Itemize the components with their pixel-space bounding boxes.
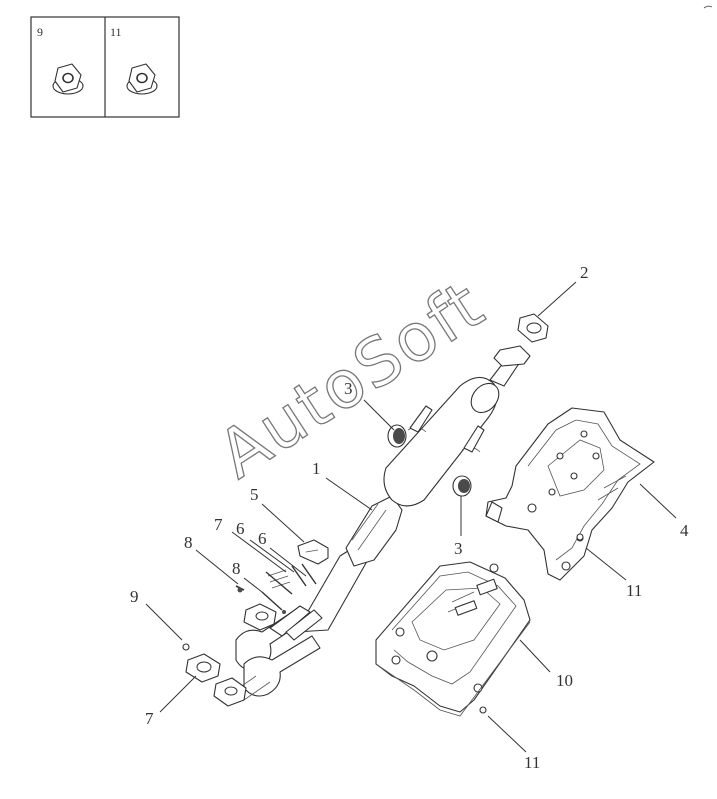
nut-11-lower bbox=[479, 706, 487, 714]
callout-3-upper: 3 bbox=[344, 379, 353, 398]
spring-bolt-left bbox=[265, 569, 293, 595]
callout-6-right: 6 bbox=[258, 529, 267, 548]
gasket-rear bbox=[517, 313, 549, 343]
hanger-bracket bbox=[297, 539, 329, 565]
bolt-left bbox=[235, 585, 245, 593]
callout-8-upper: 8 bbox=[184, 533, 193, 552]
nut-11-upper bbox=[576, 533, 584, 541]
inset-label-9: 9 bbox=[37, 25, 43, 39]
callout-11-lower: 11 bbox=[524, 753, 540, 772]
nut-9 bbox=[182, 643, 190, 651]
flange-nut-icon bbox=[126, 63, 158, 95]
callout-11-upper: 11 bbox=[626, 581, 642, 600]
callout-8-lower: 8 bbox=[232, 559, 241, 578]
fastener-inset: 9 11 bbox=[30, 16, 180, 118]
gasket-front-lower bbox=[185, 653, 221, 683]
callout-9: 9 bbox=[130, 587, 139, 606]
callout-7-upper: 7 bbox=[214, 515, 223, 534]
exhaust-pipe-assembly bbox=[235, 345, 531, 701]
rubber-hanger-upper bbox=[387, 424, 407, 448]
callout-3-lower: 3 bbox=[454, 539, 463, 558]
stray-mark bbox=[703, 5, 713, 9]
flange-nut-icon bbox=[52, 63, 84, 95]
callout-numbers: 1 2 3 3 4 5 6 6 7 7 8 8 9 10 11 11 bbox=[130, 263, 689, 772]
callout-2: 2 bbox=[580, 263, 589, 282]
callout-6-left: 6 bbox=[236, 519, 245, 538]
callout-1: 1 bbox=[312, 459, 321, 478]
inset-label-11: 11 bbox=[110, 25, 122, 39]
bolt-mid bbox=[261, 591, 286, 614]
callout-4: 4 bbox=[680, 521, 689, 540]
heat-shield-front bbox=[375, 561, 531, 717]
gasket-outlet bbox=[213, 677, 247, 707]
rubber-hanger-lower bbox=[452, 475, 472, 497]
callout-5: 5 bbox=[250, 485, 259, 504]
gasket-front-mid bbox=[243, 603, 277, 631]
spring-bolt-right bbox=[291, 563, 317, 587]
leader-lines bbox=[145, 281, 677, 753]
heat-shield-rear bbox=[485, 407, 655, 581]
callout-10: 10 bbox=[556, 671, 573, 690]
callout-7-lower: 7 bbox=[145, 709, 154, 728]
